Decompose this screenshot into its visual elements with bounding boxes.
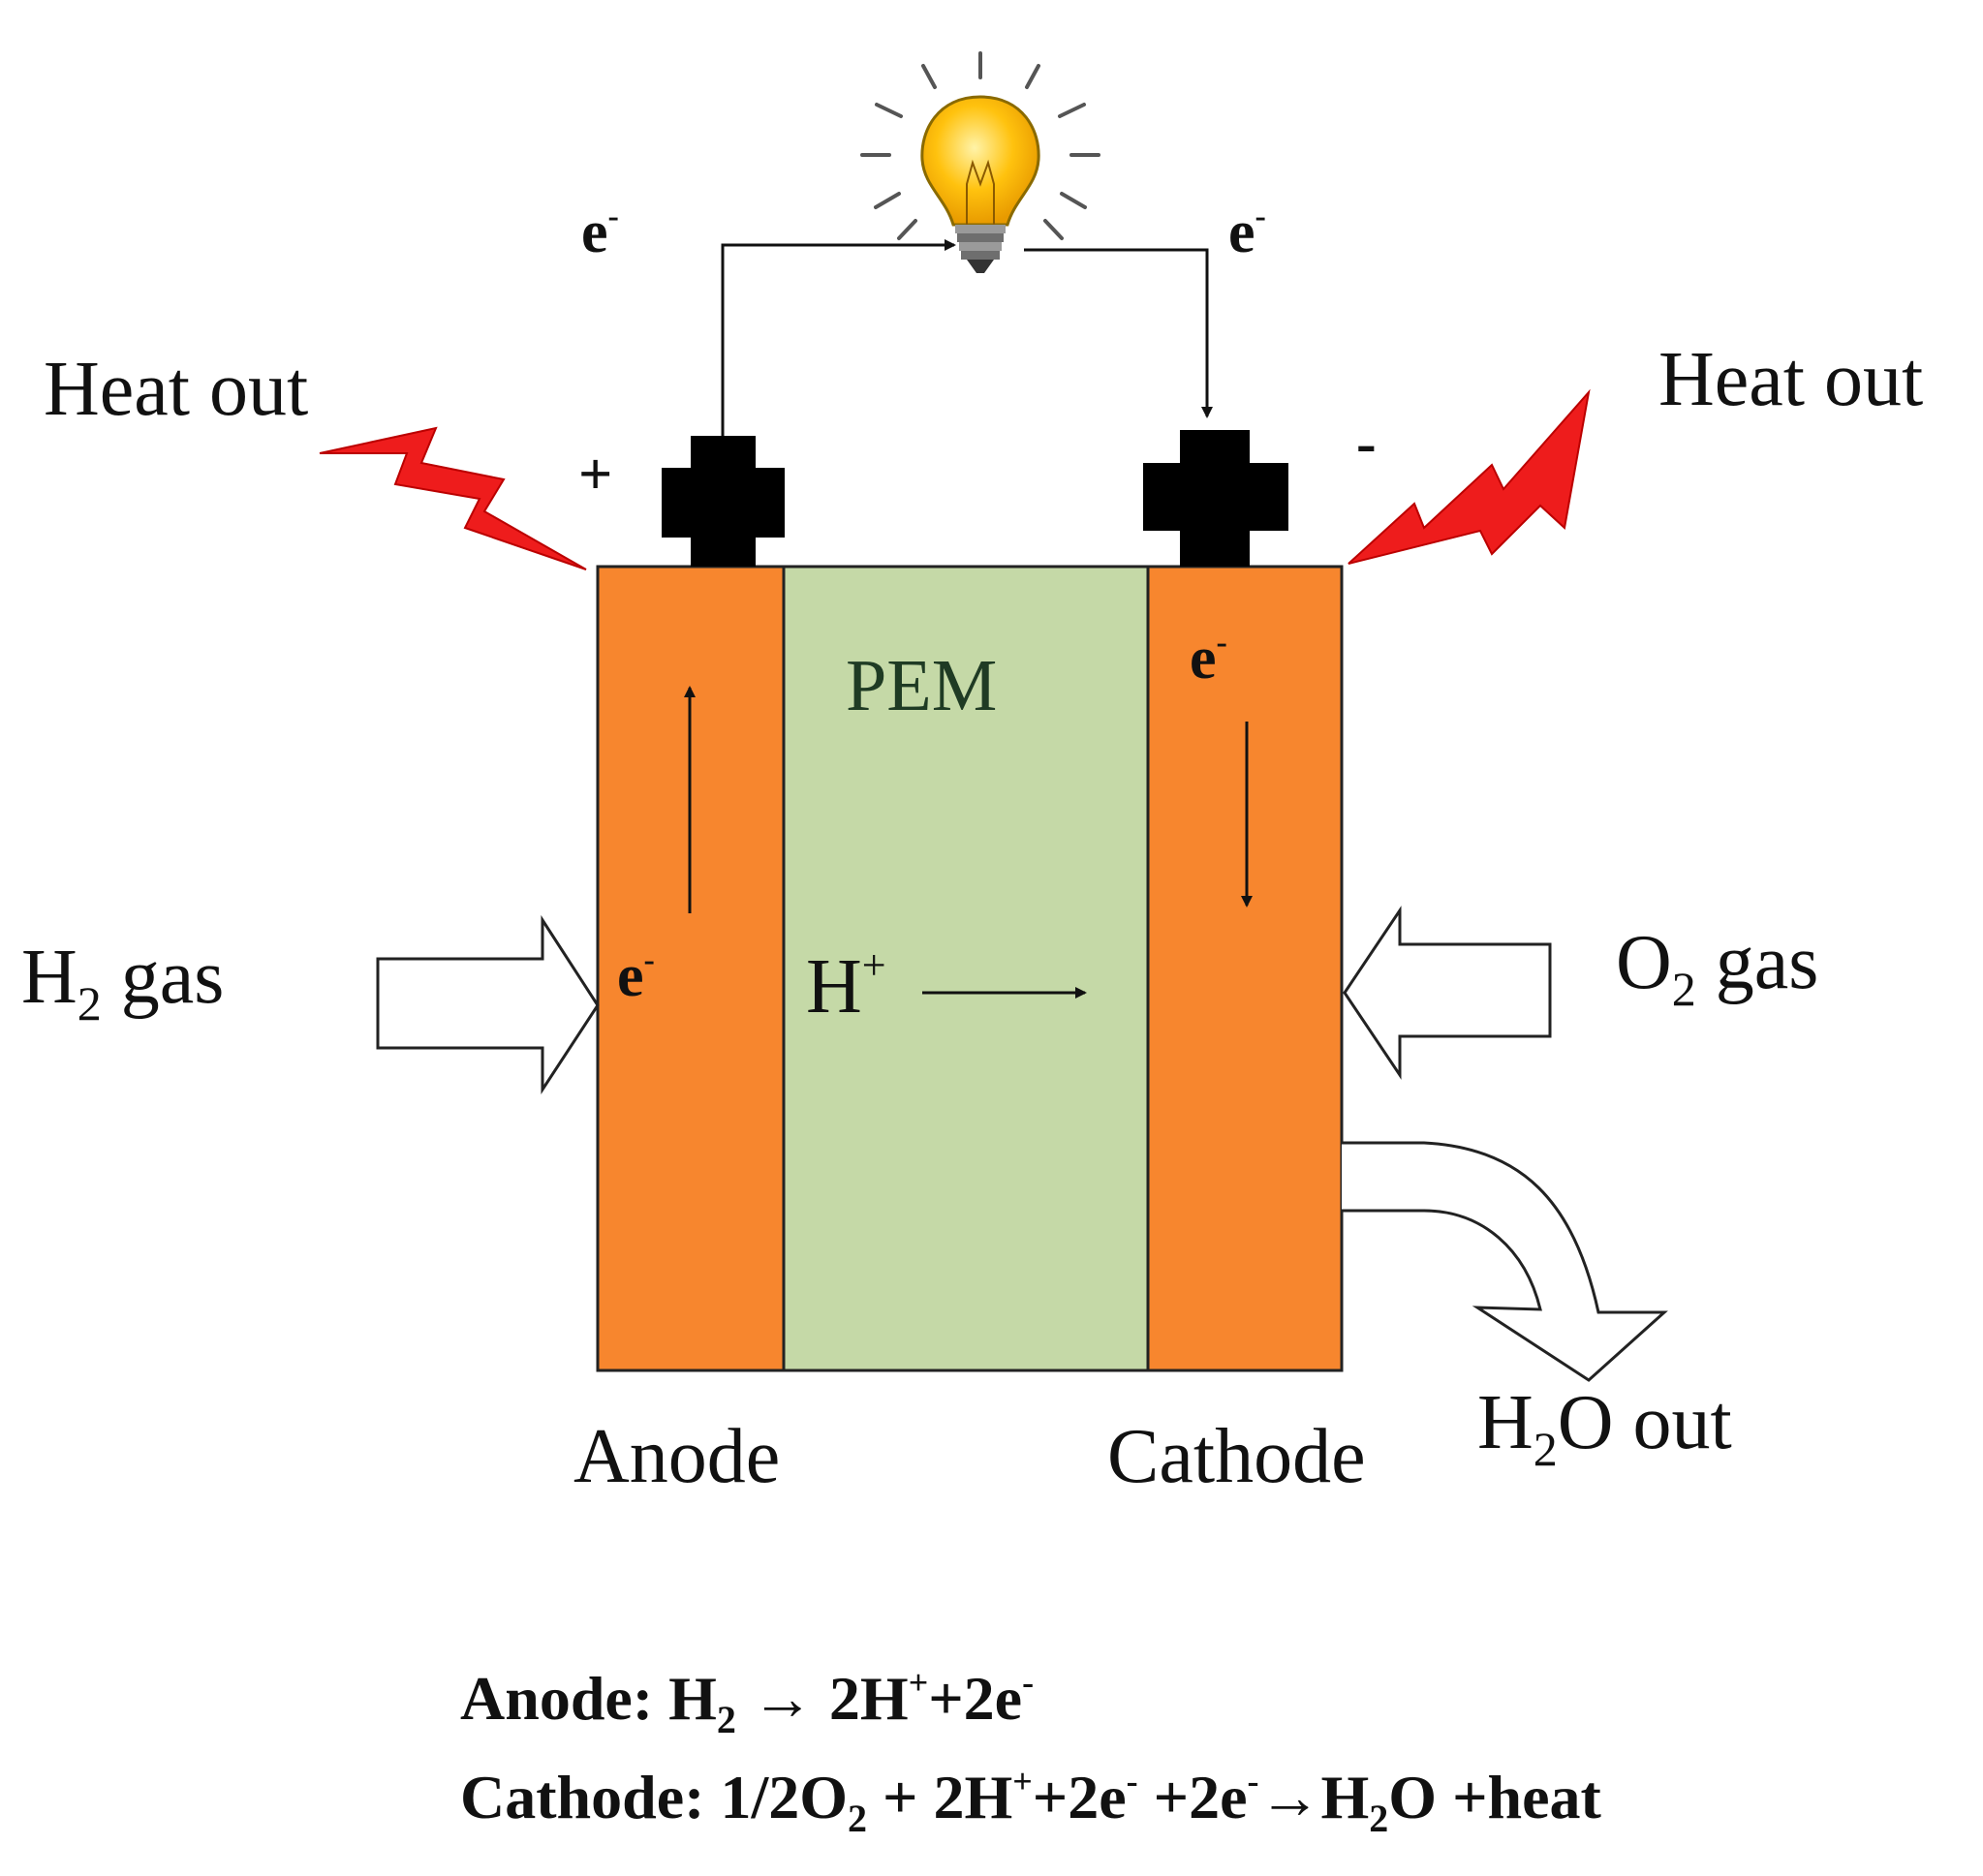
h2o-out-label: H2O out xyxy=(1477,1380,1732,1476)
o2-inlet-arrow xyxy=(1343,906,1552,1080)
minus-sign: - xyxy=(1356,411,1377,477)
circuit-wire-right xyxy=(1024,248,1213,418)
heat-bolt-left-icon xyxy=(319,426,587,570)
h2-gas-label: H2 gas xyxy=(21,935,224,1030)
electron-label-cathode: e- xyxy=(1190,625,1227,692)
light-bulb-icon xyxy=(860,51,1100,273)
electron-label-top-right: e- xyxy=(1228,199,1266,265)
anode-terminal-icon xyxy=(662,436,785,567)
proton-label: H+ xyxy=(806,941,886,1030)
electron-label-anode: e- xyxy=(617,942,655,1009)
anode-equation: Anode: H2 → 2H++2e- xyxy=(460,1663,1034,1741)
circuit-wire-left xyxy=(721,239,956,436)
cathode-label: Cathode xyxy=(1107,1414,1366,1499)
cathode-terminal-icon xyxy=(1143,430,1288,567)
cathode-electrode xyxy=(1146,565,1344,1372)
heat-out-left-label: Heat out xyxy=(44,347,308,432)
h2o-outlet-arrow xyxy=(1342,1141,1668,1382)
pem-membrane xyxy=(782,565,1150,1372)
pem-label: PEM xyxy=(846,645,997,726)
o2-gas-label: O2 gas xyxy=(1616,920,1818,1016)
heat-out-right-label: Heat out xyxy=(1658,337,1923,422)
cathode-equation: Cathode: 1/2O2 + 2H++2e- +2e-→H2O +heat xyxy=(460,1762,1602,1840)
plus-sign: + xyxy=(578,442,612,507)
h2-inlet-arrow xyxy=(376,914,600,1095)
electron-label-top-left: e- xyxy=(581,199,619,265)
anode-label: Anode xyxy=(573,1414,780,1499)
heat-bolt-right-icon xyxy=(1348,388,1591,565)
